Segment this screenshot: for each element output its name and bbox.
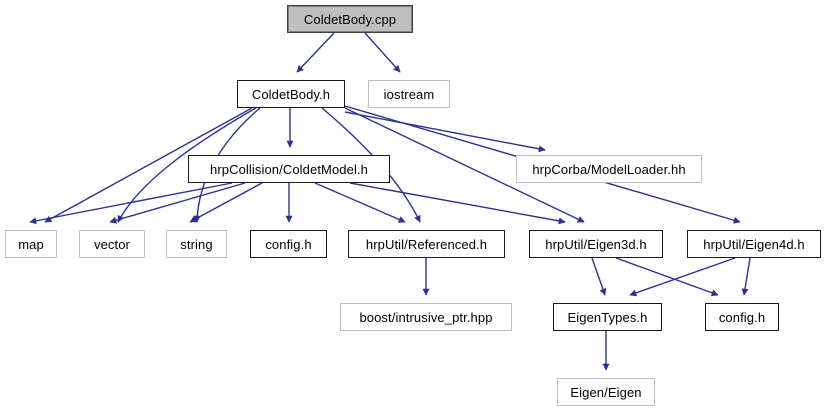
graph-node-label: EigenTypes.h [567, 309, 648, 325]
graph-node-label: hrpUtil/Referenced.h [365, 236, 488, 252]
graph-node-label: Eigen/Eigen [570, 384, 642, 400]
graph-node-label: vector [93, 236, 130, 252]
graph-node-referenced_h[interactable]: hrpUtil/Referenced.h [348, 230, 505, 258]
edge-eigen3d_h-to-eigentypes_h [591, 257, 607, 296]
graph-node-eigen3d_h[interactable]: hrpUtil/Eigen3d.h [529, 230, 663, 258]
edge-coldetmodel_h-to-eigen3d_h [349, 182, 566, 225]
graph-node-label: boost/intrusive_ptr.hpp [359, 309, 493, 325]
graph-node-label: ColdetBody.cpp [303, 11, 397, 27]
graph-node-config_h_1[interactable]: config.h [250, 230, 327, 258]
edge-coldetmodel_h-to-map [29, 182, 233, 225]
graph-node-vector[interactable]: vector [79, 230, 145, 258]
graph-node-label: hrpUtil/Eigen3d.h [545, 236, 647, 252]
graph-node-eigentypes_h[interactable]: EigenTypes.h [553, 303, 662, 331]
graph-node-label: string [180, 236, 213, 252]
graph-node-label: config.h [718, 309, 766, 325]
graph-node-label: ColdetBody.h [251, 86, 331, 102]
graph-node-iostream[interactable]: iostream [368, 80, 450, 108]
graph-node-label: map [18, 236, 44, 252]
graph-node-label: hrpCorba/ModelLoader.hh [532, 161, 686, 177]
graph-node-eigen4d_h[interactable]: hrpUtil/Eigen4d.h [687, 230, 821, 258]
graph-node-intrusive_ptr_hpp[interactable]: boost/intrusive_ptr.hpp [340, 303, 512, 331]
edge-eigen4d_h-to-eigentypes_h [629, 257, 736, 297]
edge-coldetmodel_h-to-vector [109, 182, 246, 224]
graph-node-label: hrpCollision/ColdetModel.h [210, 161, 368, 177]
edge-coldetmodel_h-to-referenced_h [314, 182, 406, 223]
edge-coldetmodel_h-to-string [189, 182, 263, 223]
graph-node-coldetbody_h[interactable]: ColdetBody.h [237, 80, 345, 108]
edge-eigen4d_h-to-config_h_2 [741, 257, 751, 296]
graph-node-label: config.h [265, 236, 312, 252]
graph-node-string[interactable]: string [166, 230, 227, 258]
edge-coldetbody_cpp-to-coldetbody_h [296, 32, 335, 73]
graph-node-eigen_eigen[interactable]: Eigen/Eigen [557, 378, 655, 406]
edge-coldetbody_h-to-modelloader_hh [344, 111, 546, 153]
graph-node-label: hrpUtil/Eigen4d.h [703, 236, 805, 252]
graph-node-modelloader_hh[interactable]: hrpCorba/ModelLoader.hh [516, 155, 702, 183]
graph-node-coldetbody_cpp[interactable]: ColdetBody.cpp [287, 5, 413, 33]
edge-coldetbody_cpp-to-iostream [364, 32, 401, 73]
graph-node-config_h_2[interactable]: config.h [705, 303, 779, 331]
graph-node-coldetmodel_h[interactable]: hrpCollision/ColdetModel.h [188, 155, 390, 183]
graph-node-map[interactable]: map [5, 230, 57, 258]
graph-node-label: iostream [383, 86, 435, 102]
edge-eigen3d_h-to-config_h_2 [615, 257, 719, 297]
